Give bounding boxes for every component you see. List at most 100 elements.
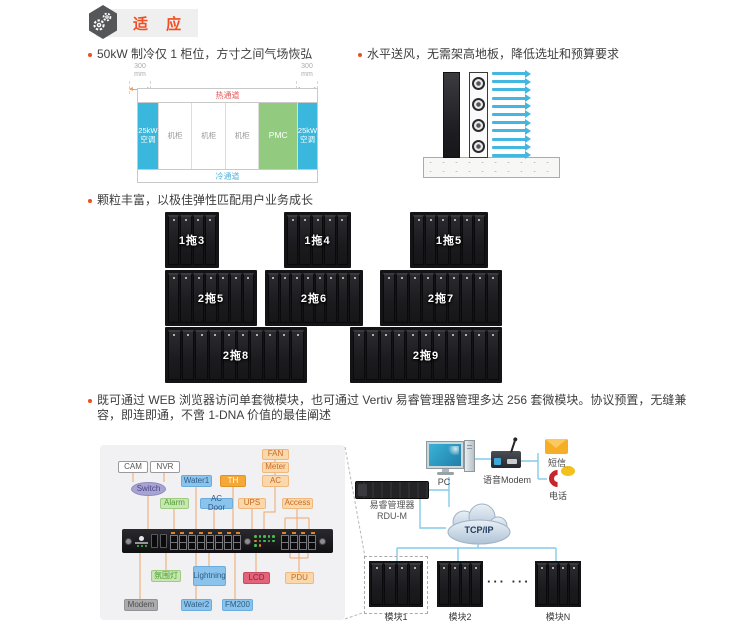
fl-arrow	[492, 151, 531, 160]
rack-unit	[473, 215, 486, 265]
rack-unit	[473, 330, 486, 380]
rack-unit	[195, 330, 209, 380]
port-col	[179, 535, 187, 550]
rack-unit	[409, 563, 421, 605]
sled	[258, 535, 261, 538]
console-ports	[151, 534, 167, 548]
pled	[311, 532, 316, 534]
rack-unit	[217, 273, 230, 323]
rack-group-2tuo5: 2拖5	[165, 270, 257, 326]
port-col	[170, 535, 178, 550]
rack-unit	[486, 330, 499, 380]
label-cam: CAM	[118, 461, 148, 473]
rack-cell: 机柜	[224, 103, 259, 169]
sled	[258, 544, 261, 547]
rack-unit	[461, 215, 473, 265]
rack-unit	[250, 330, 263, 380]
rack-unit	[299, 215, 311, 265]
sled	[267, 539, 270, 543]
fl-arrow	[492, 110, 531, 119]
pc-monitor-stand	[442, 469, 449, 472]
label-switch: Switch	[131, 482, 166, 496]
ellipsis-dots: ··· ···	[487, 574, 531, 589]
status-leds	[254, 535, 278, 547]
sled	[272, 539, 275, 543]
concrete-floor	[423, 157, 560, 178]
rack-unit	[449, 563, 460, 605]
sms-label: 短信	[547, 458, 566, 468]
pled	[198, 532, 203, 534]
rack-unit	[537, 563, 547, 605]
rack-unit	[242, 273, 254, 323]
rack-unit	[168, 330, 181, 380]
port-col	[233, 535, 241, 550]
rack-unit	[209, 330, 222, 380]
front-led	[144, 544, 147, 547]
bullet-icon	[88, 199, 92, 203]
rack-unit	[204, 215, 216, 265]
rack-unit	[461, 273, 473, 323]
rack-unit	[474, 273, 486, 323]
rack-unit	[422, 273, 434, 323]
port-col	[299, 535, 307, 550]
label-ups: UPS	[238, 498, 266, 509]
rack-unit	[326, 273, 337, 323]
dimension-value: 300	[301, 63, 313, 70]
fl-arrow	[492, 69, 531, 78]
port-col	[188, 535, 196, 550]
fl-arrow	[492, 143, 531, 152]
rack-unit	[302, 273, 314, 323]
bullet-3-text: 颗粒丰富，以极佳弹性匹配用户业务成长	[97, 193, 314, 207]
fl-arrow	[492, 77, 531, 86]
rack-group-1tuo3: 1拖3	[165, 212, 219, 268]
speech-bubble-icon	[561, 464, 575, 476]
cooling-fan-unit	[469, 72, 488, 158]
pc-tower-icon	[464, 440, 475, 472]
port-col	[224, 535, 232, 550]
rack-unit	[383, 563, 396, 605]
rack-unit	[337, 273, 349, 323]
fl-arrow	[492, 126, 531, 135]
label-fan: FAN	[262, 449, 289, 460]
rack-unit	[168, 273, 180, 323]
horizontal-airflow-arrows	[492, 69, 534, 160]
sled	[254, 544, 257, 547]
pled	[226, 532, 231, 534]
rack-unit	[449, 215, 461, 265]
rack-group-1tuo5: 1拖5	[410, 212, 488, 268]
dimension-unit: mm	[134, 71, 146, 78]
label-nvr: NVR	[150, 461, 180, 473]
sled	[263, 539, 266, 543]
fl-arrow	[492, 118, 531, 127]
bullet-icon	[88, 53, 92, 57]
bullet-icon	[88, 399, 92, 403]
rack-unit	[487, 273, 499, 323]
dimension-value: 300	[134, 63, 146, 70]
rack-unit	[263, 330, 277, 380]
rack-group-1tuo4: 1拖4	[284, 212, 351, 268]
bullet-1-text: 50kW 制冷仅 1 柜位，方寸之间气场恢弘	[97, 47, 313, 61]
sms-envelope-icon	[545, 439, 568, 454]
screw-icon	[319, 537, 326, 545]
room-layout-diagram: 热通道 25kW 空调 机柜 机柜 机柜 PMC 25kW 空调 冷通道	[137, 88, 318, 183]
label-ac-door: AC Door	[200, 494, 233, 511]
port-col	[197, 535, 205, 550]
port-col	[308, 535, 316, 550]
label-meter: Meter	[262, 462, 289, 473]
label-th: TH	[220, 475, 246, 487]
fl-arrow	[492, 135, 531, 143]
pc-monitor-icon	[426, 441, 464, 469]
rack-unit	[471, 563, 481, 605]
pled	[189, 532, 194, 534]
rack-unit	[230, 273, 242, 323]
rack-group-2tuo9: 2拖9	[350, 327, 502, 383]
sled	[258, 539, 261, 543]
rack-unit	[558, 563, 569, 605]
sled	[254, 539, 257, 543]
rack-unit	[435, 273, 447, 323]
rack-unit	[277, 330, 291, 380]
fan	[472, 140, 485, 153]
voice-modem-icon	[491, 451, 521, 468]
screw-icon	[244, 537, 251, 545]
rack-unit	[349, 273, 360, 323]
